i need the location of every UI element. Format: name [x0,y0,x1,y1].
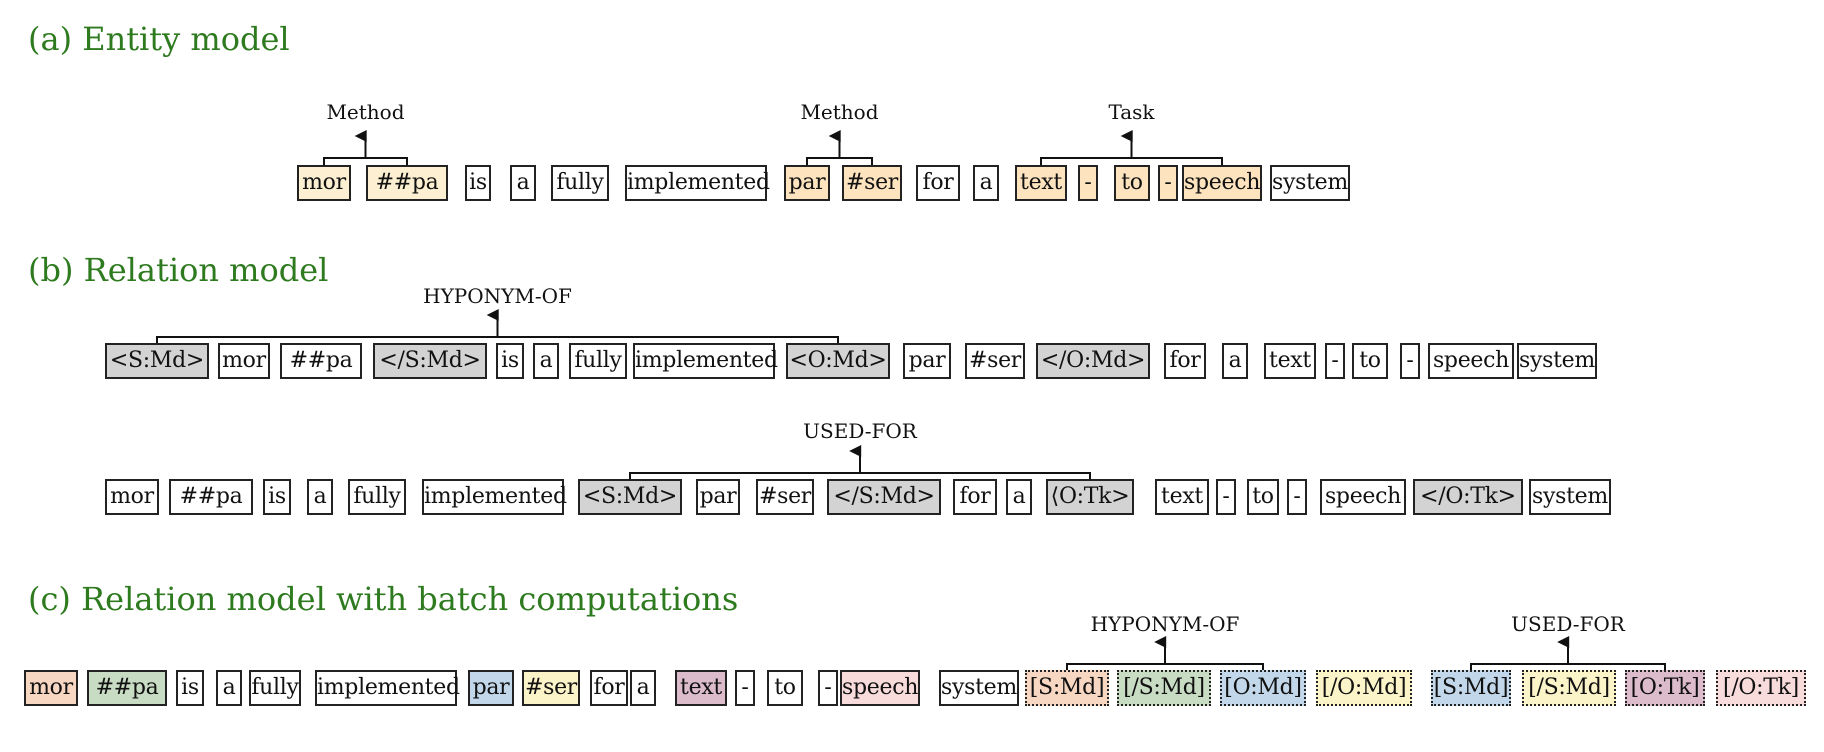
token-b1-19: system [1517,343,1597,379]
token-b1-9: par [903,343,951,379]
section-b-title: (b) Relation model [28,251,329,289]
token-c-19: [/O:Md] [1316,670,1412,706]
token-a-15: system [1270,165,1350,201]
token-b1-0: <S:Md> [105,343,209,379]
token-c-11: - [735,670,755,706]
token-b2-10: for [953,479,997,515]
relation-label-c-1: USED-FOR [1511,612,1625,636]
relation-label-a-1: Method [800,100,879,124]
token-b1-5: a [533,343,559,379]
token-c-9: a [630,670,656,706]
token-c-16: [S:Md] [1025,670,1109,706]
token-b1-14: text [1264,343,1316,379]
token-b2-18: </O:Tk> [1413,479,1523,515]
token-c-17: [/S:Md] [1117,670,1211,706]
token-a-8: for [916,165,960,201]
token-b2-11: a [1006,479,1032,515]
token-b2-0: mor [105,479,159,515]
relation-label-c-0: HYPONYM-OF [1090,612,1240,636]
token-a-12: to [1114,165,1150,201]
token-c-23: [/O:Tk] [1716,670,1806,706]
token-b2-2: is [263,479,291,515]
token-b1-18: speech [1428,343,1514,379]
token-a-2: is [465,165,491,201]
token-a-5: implemented [625,165,770,201]
token-b2-3: a [307,479,333,515]
token-b2-12: ⟨O:Tk> [1046,479,1134,515]
token-b2-5: implemented [422,479,567,515]
token-c-4: fully [249,670,301,706]
token-a-4: fully [551,165,609,201]
token-b1-11: </O:Md> [1036,343,1150,379]
token-a-11: - [1078,165,1098,201]
token-a-3: a [510,165,536,201]
token-c-7: #ser [522,670,580,706]
token-b1-16: to [1352,343,1388,379]
token-b2-6: <S:Md> [578,479,682,515]
token-a-1: ##pa [366,165,448,201]
token-b1-2: ##pa [280,343,362,379]
token-c-10: text [675,670,727,706]
token-c-2: is [176,670,204,706]
token-b1-8: <O:Md> [786,343,890,379]
token-b1-10: #ser [965,343,1025,379]
token-a-6: par [784,165,830,201]
token-c-0: mor [24,670,78,706]
token-c-5: implemented [315,670,460,706]
token-b1-6: fully [569,343,627,379]
token-b1-4: is [496,343,524,379]
token-a-7: #ser [842,165,902,201]
bracket-a-0 [323,157,408,165]
token-b2-4: fully [348,479,406,515]
token-c-12: to [767,670,803,706]
bracket-a-2 [1040,157,1223,165]
token-b1-13: a [1222,343,1248,379]
token-c-6: par [468,670,514,706]
token-b2-15: to [1247,479,1279,515]
token-b1-12: for [1164,343,1206,379]
relation-label-b1-0: HYPONYM-OF [423,284,572,308]
token-c-1: ##pa [87,670,167,706]
token-b2-17: speech [1320,479,1406,515]
token-b1-1: mor [218,343,270,379]
token-b1-3: </S:Md> [373,343,487,379]
token-c-15: system [939,670,1019,706]
token-a-13: - [1158,165,1178,201]
token-b2-9: </S:Md> [827,479,941,515]
token-c-8: for [590,670,628,706]
token-a-10: text [1015,165,1067,201]
token-b2-7: par [696,479,740,515]
token-a-9: a [973,165,999,201]
token-b1-7: implemented [633,343,778,379]
token-b1-17: - [1400,343,1420,379]
section-c-title: (c) Relation model with batch computatio… [28,580,739,618]
bracket-a-1 [806,157,873,165]
token-c-21: [/S:Md] [1522,670,1616,706]
token-c-22: [O:Tk] [1625,670,1705,706]
token-b2-13: text [1155,479,1209,515]
relation-label-a-2: Task [1108,100,1155,124]
token-b2-19: system [1529,479,1611,515]
token-b2-16: - [1287,479,1307,515]
token-c-20: [S:Md] [1431,670,1511,706]
token-b2-1: ##pa [169,479,253,515]
token-c-18: [O:Md] [1220,670,1306,706]
token-b2-8: #ser [756,479,814,515]
token-c-13: - [818,670,838,706]
token-c-3: a [216,670,242,706]
token-c-14: speech [840,670,920,706]
relation-label-a-0: Method [326,100,405,124]
section-a-title: (a) Entity model [28,20,290,58]
token-b2-14: - [1216,479,1236,515]
relation-label-b2-0: USED-FOR [803,419,917,443]
token-a-14: speech [1182,165,1262,201]
token-a-0: mor [297,165,351,201]
token-b1-15: - [1325,343,1345,379]
